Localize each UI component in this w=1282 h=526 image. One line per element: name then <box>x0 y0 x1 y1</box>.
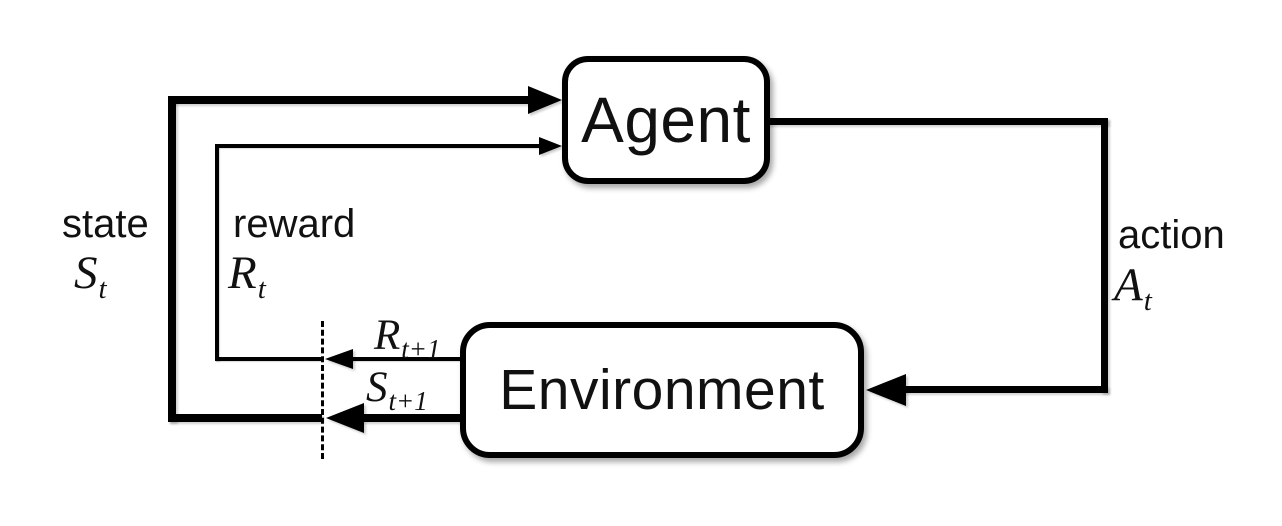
environment-label: Environment <box>499 357 825 422</box>
state-line-vertical <box>168 96 176 422</box>
action-symbol-base: A <box>1114 259 1143 311</box>
reward-line-top <box>215 144 541 148</box>
reward-symbol-base: R <box>228 247 257 299</box>
action-label: action <box>1118 213 1225 257</box>
next-state-symbol: St+1 <box>366 364 428 415</box>
reward-line-vertical <box>215 144 219 361</box>
next-reward-symbol: Rt+1 <box>374 312 441 363</box>
agent-label: Agent <box>581 84 751 156</box>
next-state-line-left <box>168 414 322 422</box>
arrowhead-left-icon <box>325 349 353 369</box>
agent-box: Agent <box>562 56 770 184</box>
arrowhead-right-icon <box>539 137 562 155</box>
time-step-divider-dashed-line <box>321 321 324 459</box>
state-label: state <box>62 202 149 246</box>
next-reward-line-left <box>215 357 322 361</box>
environment-box: Environment <box>460 322 864 458</box>
next-reward-symbol-base: R <box>374 312 401 359</box>
reward-symbol-sub: t <box>257 273 266 305</box>
state-symbol-base: S <box>74 247 98 299</box>
action-symbol: At <box>1114 259 1152 316</box>
action-symbol-sub: t <box>1143 285 1152 317</box>
arrowhead-left-icon <box>866 374 906 406</box>
next-state-symbol-sub: t+1 <box>388 386 428 416</box>
action-line-vertical <box>1101 118 1108 393</box>
action-line-top <box>766 118 1108 125</box>
state-line-top <box>168 96 530 104</box>
arrowhead-right-icon <box>528 86 562 114</box>
next-reward-symbol-sub: t+1 <box>401 334 441 364</box>
reward-label: reward <box>233 202 356 246</box>
arrowhead-left-icon <box>326 403 364 433</box>
next-state-line-right <box>362 414 462 422</box>
state-symbol-sub: t <box>98 273 107 305</box>
reward-symbol: Rt <box>228 247 266 304</box>
next-reward-line-right <box>351 357 462 361</box>
action-line-bottom <box>903 386 1108 393</box>
next-state-symbol-base: S <box>366 364 388 411</box>
state-symbol: St <box>74 247 107 304</box>
